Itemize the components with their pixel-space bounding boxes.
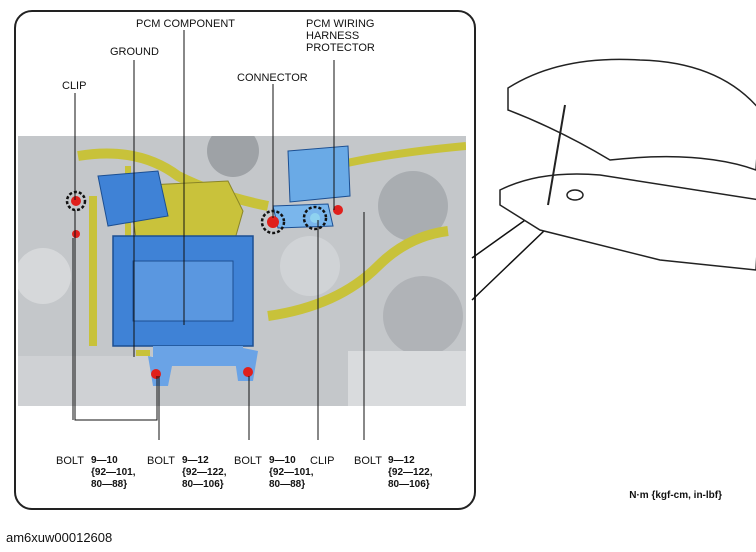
engine-bay-illustration (18, 136, 466, 406)
bolt1-label: BOLT (56, 455, 84, 467)
bolt2-label: BOLT (147, 455, 175, 467)
vehicle-overview-illustration (499, 58, 756, 271)
bolt3-torque: 9—10 {92—101, 80—88} (269, 455, 314, 490)
pcm-harness-protector-label: PCM WIRING HARNESS PROTECTOR (306, 18, 375, 54)
connector-label: CONNECTOR (237, 72, 308, 84)
engine-bay-photo (18, 136, 466, 406)
pcm-component-label: PCM COMPONENT (136, 18, 235, 30)
image-code: am6xuw00012608 (6, 530, 113, 545)
clip-label-top: CLIP (62, 80, 87, 92)
bolt3-label: BOLT (234, 455, 262, 467)
bolt1-torque: 9—10 {92—101, 80—88} (91, 455, 136, 490)
bolt4-label: BOLT (354, 455, 382, 467)
ground-label: GROUND (110, 46, 159, 58)
clip-label-bottom: CLIP (310, 455, 335, 467)
bolt2-torque: 9—12 {92—122, 80—106} (182, 455, 227, 490)
torque-units-note: N·m {kgf-cm, in-lbf} (629, 490, 722, 501)
bolt4-torque: 9—12 {92—122, 80—106} (388, 455, 433, 490)
